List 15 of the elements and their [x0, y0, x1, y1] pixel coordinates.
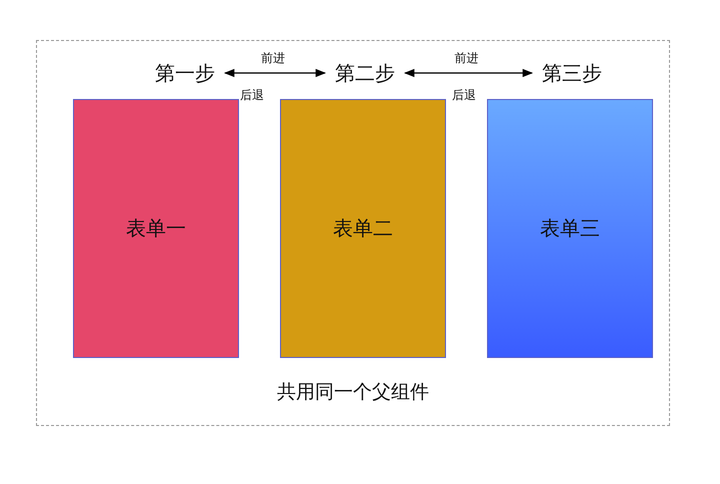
- edge-note: 后退: [452, 87, 476, 104]
- form-title: 表单二: [333, 215, 393, 242]
- container-caption: 共用同一个父组件: [276, 380, 430, 405]
- form-panel: [73, 99, 239, 358]
- form-panel: [487, 99, 653, 358]
- form-title: 表单三: [540, 215, 600, 242]
- edge-note: 后退: [240, 87, 264, 104]
- step-label: 第一步: [149, 59, 221, 87]
- double-arrow: [224, 68, 326, 78]
- double-arrow: [404, 68, 534, 78]
- dashed-container: [36, 40, 670, 426]
- form-title: 表单一: [126, 215, 186, 242]
- step-label: 第三步: [536, 59, 608, 87]
- step-label: 第二步: [329, 59, 401, 87]
- form-panel: [280, 99, 446, 358]
